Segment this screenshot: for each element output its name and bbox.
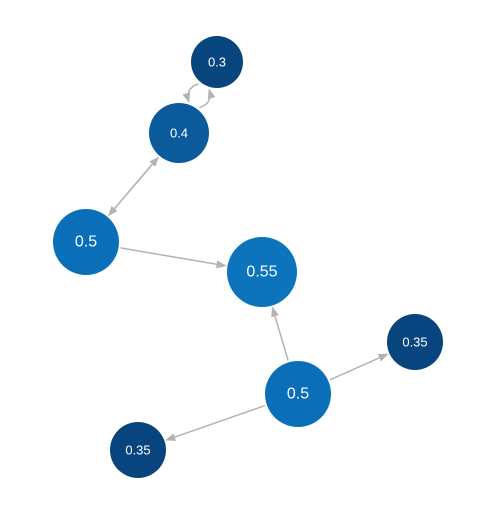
graph-node-n1: 0.3 (191, 36, 243, 88)
edge-n2-to-n1 (199, 88, 216, 109)
node-label: 0.5 (75, 234, 97, 251)
edge-n3-to-n2 (108, 156, 159, 216)
node-circle (110, 422, 166, 478)
graph-node-n6: 0.5 (265, 361, 331, 427)
graph-node-n2: 0.4 (149, 103, 209, 163)
graph-node-n5: 0.35 (387, 314, 443, 370)
graph-node-n3: 0.5 (53, 209, 119, 275)
edge-n6-to-n4 (271, 306, 289, 361)
node-label: 0.5 (287, 386, 309, 403)
node-label: 0.3 (208, 55, 226, 70)
graph-node-n4: 0.55 (227, 237, 297, 307)
node-circle (227, 237, 297, 307)
node-circle (191, 36, 243, 88)
edge-n1-to-n2 (182, 83, 199, 103)
node-layer: 0.3 0.4 0.5 0.55 0.35 0.5 0.35 (53, 36, 443, 478)
node-circle (387, 314, 443, 370)
edge-layer (108, 83, 389, 441)
node-label: 0.4 (170, 126, 188, 141)
node-circle (53, 209, 119, 275)
edge-n6-to-n5 (329, 353, 389, 381)
node-label: 0.35 (402, 335, 427, 350)
graph-node-n7: 0.35 (110, 422, 166, 478)
node-label: 0.55 (246, 264, 277, 281)
node-label: 0.35 (125, 443, 150, 458)
edge-n3-to-n4 (120, 247, 227, 269)
node-circle (265, 361, 331, 427)
node-circle (149, 103, 209, 163)
edge-n6-to-n7 (165, 404, 266, 441)
